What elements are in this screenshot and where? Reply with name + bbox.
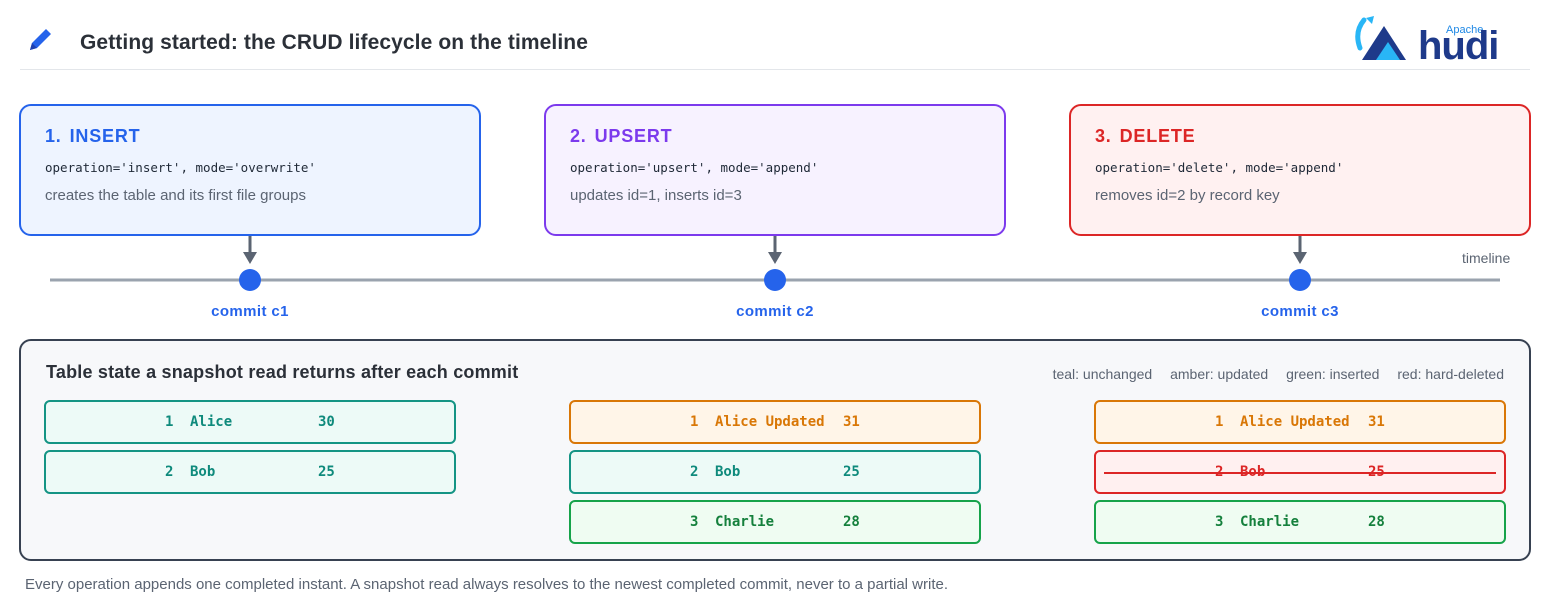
table-row: 2 Bob 25	[569, 450, 981, 494]
row-id: 1	[1215, 414, 1224, 430]
row-name: Bob	[715, 464, 741, 480]
logo-superscript: Apache	[1446, 24, 1484, 36]
row-age: 25	[318, 464, 335, 480]
table-row-deleted: 2 Bob 25	[1094, 450, 1506, 494]
row-age: 31	[1368, 414, 1385, 430]
table-row: 3 Charlie 28	[1094, 500, 1506, 544]
commit-arrow	[768, 236, 782, 264]
row-name: Alice Updated	[1240, 414, 1350, 430]
hudi-logo-mark-icon	[1355, 16, 1406, 60]
commit-dot-c3	[1289, 269, 1311, 291]
timeline	[50, 236, 1500, 291]
legend-inserted: green: inserted	[1286, 366, 1380, 382]
pencil-icon	[30, 29, 51, 50]
row-age: 28	[843, 514, 860, 530]
row-age: 28	[1368, 514, 1385, 530]
row-name: Charlie	[715, 514, 775, 530]
footer-note: Every operation appends one completed in…	[25, 576, 949, 593]
table-state-panel: Table state a snapshot read returns afte…	[19, 339, 1531, 561]
table-row: 1 Alice Updated 31	[1094, 400, 1506, 444]
row-id: 1	[165, 414, 174, 430]
op-code: operation='upsert', mode='append'	[570, 160, 819, 175]
legend-unchanged: teal: unchanged	[1052, 366, 1153, 382]
table-row: 1 Alice 30	[44, 400, 456, 444]
row-age: 31	[843, 414, 860, 430]
delete-operation-card: 3.DELETE operation='delete', mode='appen…	[1069, 104, 1531, 236]
table-state-title: Table state a snapshot read returns afte…	[46, 362, 519, 382]
op-title: 1.INSERT	[45, 126, 141, 146]
row-name: Alice Updated	[715, 414, 825, 430]
upsert-operation-card: 2.UPSERT operation='upsert', mode='appen…	[544, 104, 1006, 236]
commit-arrow	[1293, 236, 1307, 264]
state-after-c3: 1 Alice Updated 31 2 Bob 25 3 Charlie 28	[1094, 400, 1506, 550]
op-description: updates id=1, inserts id=3	[570, 187, 742, 204]
commit-dot-c2	[764, 269, 786, 291]
legend-updated: amber: updated	[1170, 366, 1269, 382]
row-id: 2	[165, 464, 174, 480]
table-row: 1 Alice Updated 31	[569, 400, 981, 444]
logo-wordmark: hudi	[1418, 24, 1499, 68]
state-after-c1: 1 Alice 30 2 Bob 25	[44, 400, 456, 500]
op-code: operation='insert', mode='overwrite'	[45, 160, 316, 175]
page-title: Getting started: the CRUD lifecycle on t…	[80, 31, 589, 54]
commit-arrow	[243, 236, 257, 264]
row-id: 2	[690, 464, 699, 480]
op-description: creates the table and its first file gro…	[45, 187, 306, 204]
table-row: 3 Charlie 28	[569, 500, 981, 544]
header-divider	[20, 69, 1530, 70]
row-id: 3	[690, 514, 699, 530]
timeline-label: timeline	[1462, 250, 1511, 266]
strikethrough-line	[1104, 472, 1496, 474]
commit-label-c1: commit c1	[211, 303, 289, 320]
legend: teal: unchanged amber: updated green: in…	[1039, 366, 1504, 382]
op-code: operation='delete', mode='append'	[1095, 160, 1344, 175]
insert-operation-card: 1.INSERT operation='insert', mode='overw…	[19, 104, 481, 236]
op-title: 3.DELETE	[1095, 126, 1196, 146]
state-after-c2: 1 Alice Updated 31 2 Bob 25 3 Charlie 28	[569, 400, 981, 550]
row-age: 25	[843, 464, 860, 480]
op-title: 2.UPSERT	[570, 126, 673, 146]
legend-hard-deleted: red: hard-deleted	[1397, 366, 1504, 382]
row-id: 1	[690, 414, 699, 430]
row-name: Bob	[190, 464, 216, 480]
row-name: Charlie	[1240, 514, 1300, 530]
table-row: 2 Bob 25	[44, 450, 456, 494]
commit-dot-c1	[239, 269, 261, 291]
row-name: Alice	[190, 414, 233, 430]
op-description: removes id=2 by record key	[1095, 187, 1280, 204]
commit-label-c3: commit c3	[1261, 303, 1339, 320]
commit-label-c2: commit c2	[736, 303, 814, 320]
row-age: 30	[318, 414, 335, 430]
row-id: 3	[1215, 514, 1224, 530]
